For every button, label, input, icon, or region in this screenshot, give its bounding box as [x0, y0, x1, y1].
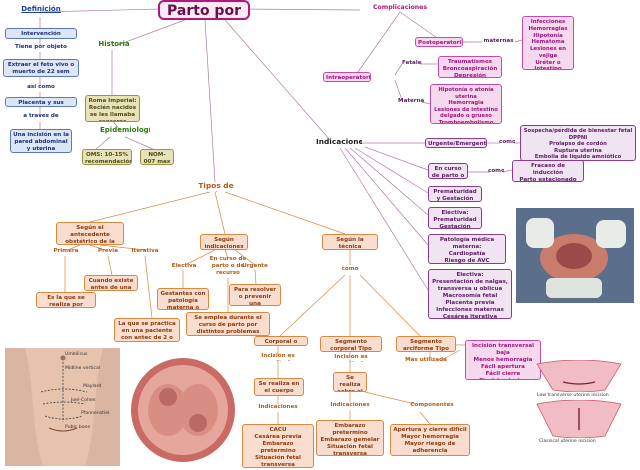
tipos-heading: Tipos de cesárea: [198, 181, 234, 192]
surgery-photo: [516, 208, 634, 303]
electiva-1-node: Electiva: Prematuridad Gestación múltipl…: [428, 207, 482, 229]
fetales-label: Fetales: [402, 60, 422, 66]
componentes-list-node: Apertura y cierre difícil Mayor hemorrag…: [390, 424, 470, 456]
incision-vertical-label-1: Incisión es vertical: [261, 353, 295, 361]
urgente-label: Urgente: [242, 263, 268, 269]
iterativa-label: Iterativa: [131, 248, 159, 254]
iterativa-desc-node: La que se practica en una paciente con a…: [114, 318, 180, 342]
low-transverse-caption: Low transverse uterine incision: [537, 393, 609, 398]
en-curso-node: En curso de parto o de recurso: [428, 163, 468, 179]
historia-heading: Historia: [98, 40, 130, 48]
kerr-node: Segmento arciforme Tipo Kerr: [396, 336, 456, 352]
urgente-desc-node: Para resolver o prevenir una complicació…: [229, 284, 281, 306]
componentes-label: Componentes: [410, 402, 454, 408]
postop-list-node: Infecciones Hemorragias Hipotonía Hemato…: [522, 16, 574, 70]
previa-label: Previa: [98, 248, 118, 254]
complicaciones-heading: Complicaciones: [372, 4, 428, 11]
mas-utilizada-label: Más utilizada: [405, 357, 447, 363]
como-label-3: como: [341, 266, 359, 272]
abdomen-label-2: Maylard: [83, 384, 102, 389]
abdomen-label-0: Umbilicus: [65, 352, 88, 357]
beck-node: Segmento corporal Tipo Beck: [320, 336, 382, 352]
maternas-label-1: maternas: [483, 38, 514, 44]
intraoperatorias-node: Intraoperatorias: [323, 72, 371, 82]
cuerpo-uterino-node: Se realiza en el cuerpo uterino: [254, 378, 304, 396]
abdomen-label-5: Pubic bone: [65, 425, 91, 430]
abdomen-label-3: Joel-Cohen: [71, 398, 96, 403]
electiva-2-node: Electiva: Presentación de nalgas, transv…: [428, 269, 512, 319]
oms-node: OMS: 10-15% recomendación: [82, 149, 132, 165]
tecnica-node: Según la técnica quirúrgica: [322, 234, 378, 250]
patologia-node: Patología médica materna: Cardiopatía Ri…: [428, 234, 506, 264]
maternal-list-node: Hipotonía o atonía uterina Hemorragia Le…: [430, 84, 502, 124]
curso-desc-node: Se emplea durante el curso de parto por …: [186, 312, 270, 336]
urgent-list-node: Sospecha/pérdida de bienestar fetal DPPN…: [520, 125, 636, 161]
roma-imperial-node: Roma Imperial: Recién nacidos se les lla…: [85, 95, 140, 122]
incision-node: Una incisión en la pared abdominal y ute…: [10, 129, 72, 153]
cacu-list-node: CACU Cesárea previa Embarazo pretermino …: [242, 424, 314, 468]
map-title: Parto por cesárea: [158, 0, 250, 20]
a-traves-label: a través de: [23, 113, 59, 119]
placenta-node: Placenta y sus anexos: [5, 97, 77, 107]
prematuridad-node: Prematuridad y Gestación múltiple: [428, 186, 482, 202]
maternas-label-2: Maternas: [398, 98, 424, 104]
definicion-heading: Definición: [21, 5, 61, 13]
intervencion-node: Intervención quirúrgica: [5, 28, 77, 39]
abdomen-label-4: Pfannenstiel: [81, 411, 110, 416]
urgente-node: Urgente/Emergente: [425, 138, 487, 148]
uterus-fetus-image: [128, 355, 238, 465]
indicaciones-type-node: Según indicaciones: [200, 234, 248, 250]
curso-list-node: Fracaso de inducción Parto estacionado D…: [512, 160, 584, 182]
indicaciones-heading: Indicaciones: [316, 137, 362, 146]
primera-desc-node: Es la que se realiza por primera vez: [36, 292, 96, 308]
indicaciones-label-1: Indicaciones: [258, 404, 298, 410]
como-label-2: como: [488, 168, 504, 174]
abdomen-incisions-image: Umbilicus Midline vertical Maylard Joel-…: [5, 348, 120, 466]
indicaciones-label-2: Indicaciones: [330, 402, 370, 408]
en-curso-label: En curso de parto o de recurso: [209, 256, 247, 276]
postoperatorias-node: Postoperatorias: [415, 37, 463, 47]
extraer-node: Extraer el feto vivo o muerto de 22 sem …: [3, 59, 79, 77]
sobre-segmento-node: Se realiza sobre el segmento: [333, 372, 367, 392]
classical-incision-image: Classical uterine incision: [525, 400, 633, 445]
nom-node: NOM-007 max 15%: [140, 149, 174, 165]
classical-caption: Classical uterine incision: [539, 439, 596, 444]
epidemiologia-heading: Epidemiología: [100, 126, 150, 134]
kerr-list-node: Incisión transversal baja Menos hemorrag…: [465, 340, 541, 380]
antecedente-node: Según el antecedente obstétrico de la pa…: [56, 222, 124, 245]
electiva-desc-node: Gestantes con patología materna o fetal: [157, 288, 209, 310]
primera-label: Primera: [53, 248, 79, 254]
asi-como-label: así como: [27, 84, 55, 90]
como-label-1: como: [499, 139, 515, 145]
beck-list-node: Embarazo pretermino Embarazo gemelar Sit…: [316, 420, 384, 456]
corporal-node: Corporal o clásica: [254, 336, 308, 346]
low-transverse-image: Low transverse uterine incision: [525, 360, 633, 400]
fetal-list-node: Traumatismos Broncoaspiración Depresión …: [438, 56, 502, 78]
abdomen-label-1: Midline vertical: [65, 366, 101, 371]
incision-vertical-label-2: Incisión es vertical: [334, 354, 368, 362]
electiva-label: Electiva: [171, 263, 197, 269]
previa-desc-node: Cuando existe antes de una anterior: [84, 275, 138, 291]
tiene-objeto-label: Tiene por objeto: [15, 44, 67, 50]
